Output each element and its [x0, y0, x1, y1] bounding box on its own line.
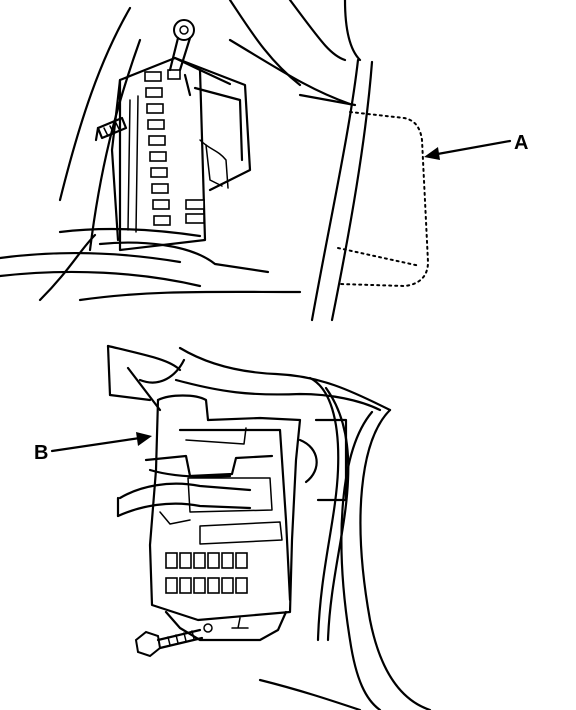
callout-a: A [514, 132, 528, 154]
fuse-cells-top [144, 69, 205, 226]
wiring-harness [116, 358, 350, 642]
screw-left [94, 116, 128, 142]
bolt-bottom [134, 628, 204, 658]
leader-arrow-b [50, 432, 152, 453]
bolt-top [168, 19, 195, 72]
pillar-trim [298, 58, 374, 322]
top-view [0, 0, 430, 322]
fuse-box-b [144, 394, 302, 642]
fuse-cells-b [165, 552, 248, 594]
leader-arrow-a [424, 139, 512, 160]
body-contours [106, 344, 432, 710]
callout-b: B [34, 442, 48, 464]
fuse-box-top [110, 56, 252, 252]
base-bracket [98, 241, 270, 274]
outline-a [337, 111, 430, 288]
bottom-view [106, 344, 432, 710]
dashboard-panel-lines [0, 0, 362, 302]
